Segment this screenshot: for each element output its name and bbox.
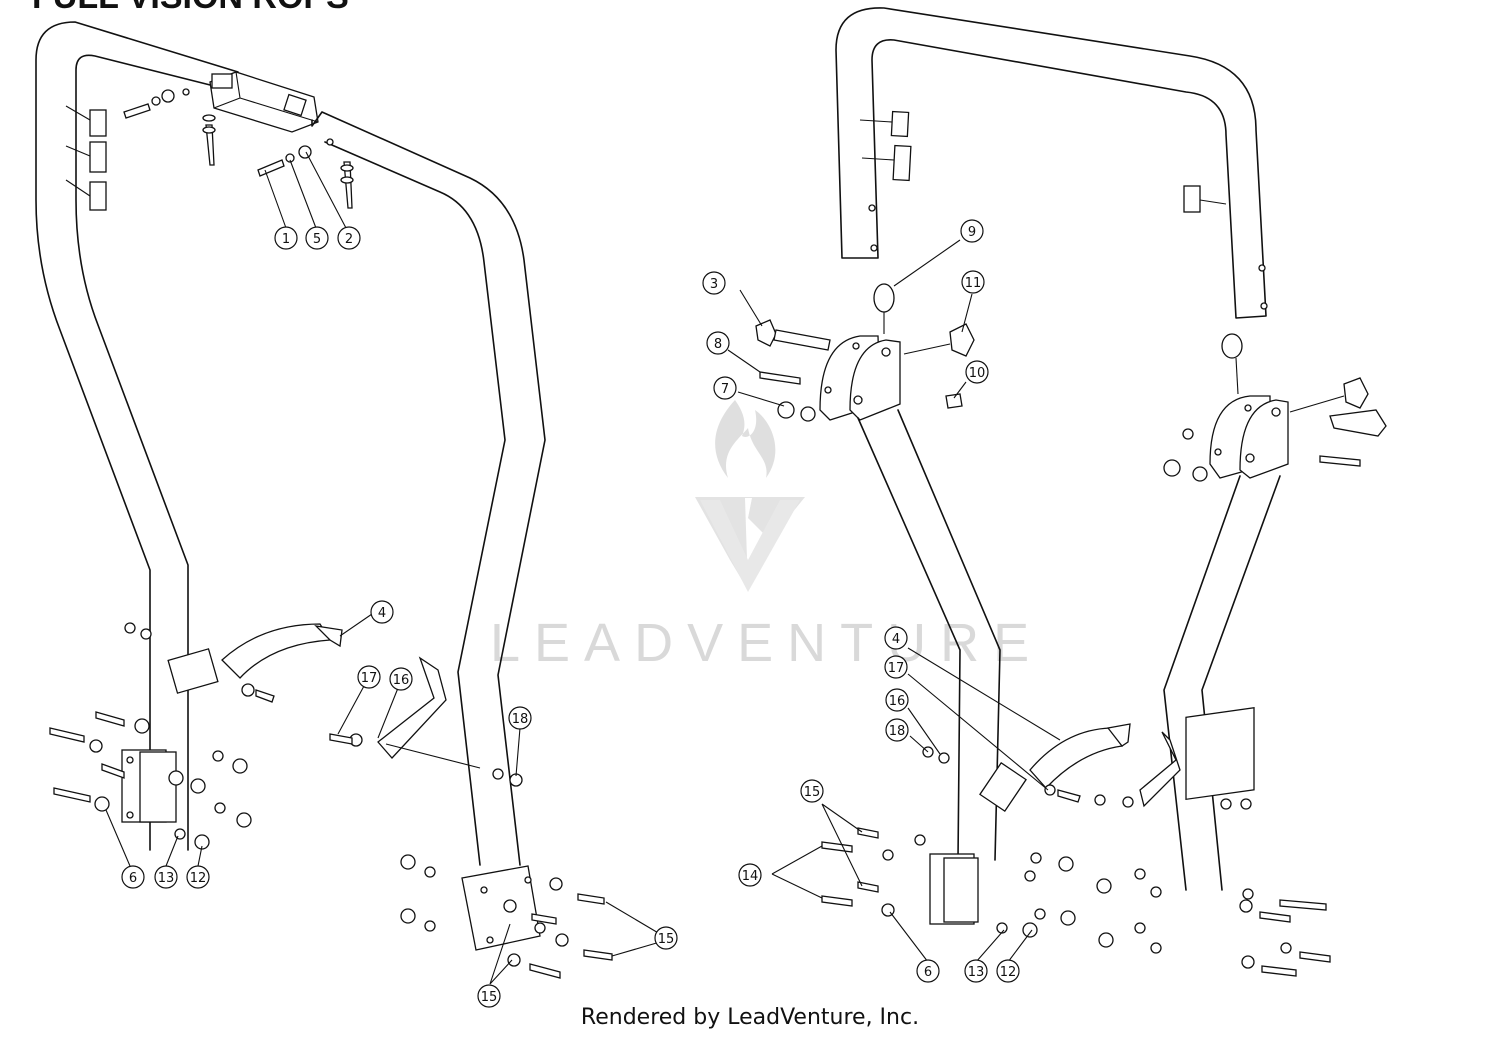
callout-11: 11: [961, 270, 985, 294]
svg-text:15: 15: [804, 785, 821, 800]
bracket-16-right: [1139, 731, 1181, 808]
callout-8: 8: [706, 331, 730, 355]
lower-arm-right: [1163, 475, 1281, 891]
callout-13-left: 13: [154, 865, 178, 889]
hinge-bracket-4-right: [1029, 727, 1124, 789]
callout-1: 1: [274, 226, 298, 250]
svg-text:4: 4: [378, 606, 386, 621]
callout-14: 14: [738, 863, 762, 887]
svg-text:16: 16: [393, 673, 410, 688]
decal-5: [892, 144, 912, 182]
page-title: FULL VISION ROPS: [32, 0, 349, 17]
left-upper-hoop: [35, 21, 239, 851]
svg-text:13: 13: [158, 871, 175, 886]
svg-text:15: 15: [481, 990, 498, 1005]
callout-6-right: 6: [916, 959, 940, 983]
svg-text:7: 7: [721, 382, 729, 397]
callout-16-right: 16: [885, 688, 909, 712]
svg-text:11: 11: [965, 276, 982, 291]
right-lower-hardware: [400, 854, 613, 979]
svg-text:18: 18: [512, 712, 529, 727]
callout-18-left: 18: [508, 706, 532, 730]
callout-15-right: 15: [800, 779, 824, 803]
callout-5: 5: [305, 226, 329, 250]
right-upper-hoop: [311, 111, 546, 866]
callout-10: 10: [965, 360, 989, 384]
svg-text:4: 4: [892, 632, 900, 647]
callout-12-right: 12: [996, 959, 1020, 983]
svg-text:10: 10: [969, 366, 986, 381]
right-mount-plate: [461, 865, 541, 951]
lower-arm-left: [857, 409, 1001, 861]
top-hardware: [123, 88, 354, 229]
mount-plate-right: [1185, 707, 1255, 801]
svg-text:3: 3: [710, 277, 718, 292]
decal-2: [89, 141, 107, 173]
callout-2: 2: [337, 226, 361, 250]
left-rops-assembly: [35, 21, 661, 985]
callout-12-left: 12: [186, 865, 210, 889]
hinge-bracket-4-left: [221, 623, 332, 679]
svg-text:16: 16: [889, 694, 906, 709]
decal-4: [890, 110, 910, 138]
svg-text:12: 12: [1000, 965, 1017, 980]
svg-text:12: 12: [190, 871, 207, 886]
svg-text:15: 15: [658, 932, 675, 947]
callout-17-right: 17: [884, 655, 908, 679]
decal-1: [89, 109, 107, 137]
callout-15-left-b: 15: [477, 984, 501, 1008]
callout-9: 9: [960, 219, 984, 243]
svg-text:9: 9: [968, 225, 976, 240]
decal-6: [1183, 185, 1201, 213]
callout-13-right: 13: [964, 959, 988, 983]
svg-text:17: 17: [888, 661, 905, 676]
svg-text:2: 2: [345, 232, 353, 247]
svg-text:13: 13: [968, 965, 985, 980]
callout-18-right: 18: [885, 718, 909, 742]
callout-4-right: 4: [884, 626, 908, 650]
right-rops-assembly: [727, 7, 1387, 977]
left-lower-hardware: [49, 622, 252, 850]
svg-text:18: 18: [889, 724, 906, 739]
render-credit: Rendered by LeadVenture, Inc.: [580, 1005, 920, 1030]
upper-hoop: [835, 7, 1267, 319]
svg-text:17: 17: [361, 671, 378, 686]
lower-hardware-right-assy: [821, 827, 1331, 977]
bracket-16-left: [377, 656, 447, 759]
callout-4-left: 4: [370, 600, 394, 624]
svg-text:5: 5: [313, 232, 321, 247]
leadventure-logo-icon: [695, 400, 805, 592]
decal-3: [89, 181, 107, 211]
callout-16-left: 16: [389, 667, 413, 691]
pivot-hardware: [755, 283, 1387, 482]
callout-3: 3: [702, 271, 726, 295]
watermark-text: LEADVENTURE: [490, 613, 1044, 673]
callout-15-left-a: 15: [654, 926, 678, 950]
svg-text:14: 14: [742, 869, 759, 884]
callout-17-left: 17: [357, 665, 381, 689]
svg-text:1: 1: [282, 232, 290, 247]
svg-text:6: 6: [129, 871, 137, 886]
callout-6-left: 6: [121, 865, 145, 889]
svg-text:8: 8: [714, 337, 722, 352]
callout-7: 7: [713, 376, 737, 400]
svg-text:6: 6: [924, 965, 932, 980]
